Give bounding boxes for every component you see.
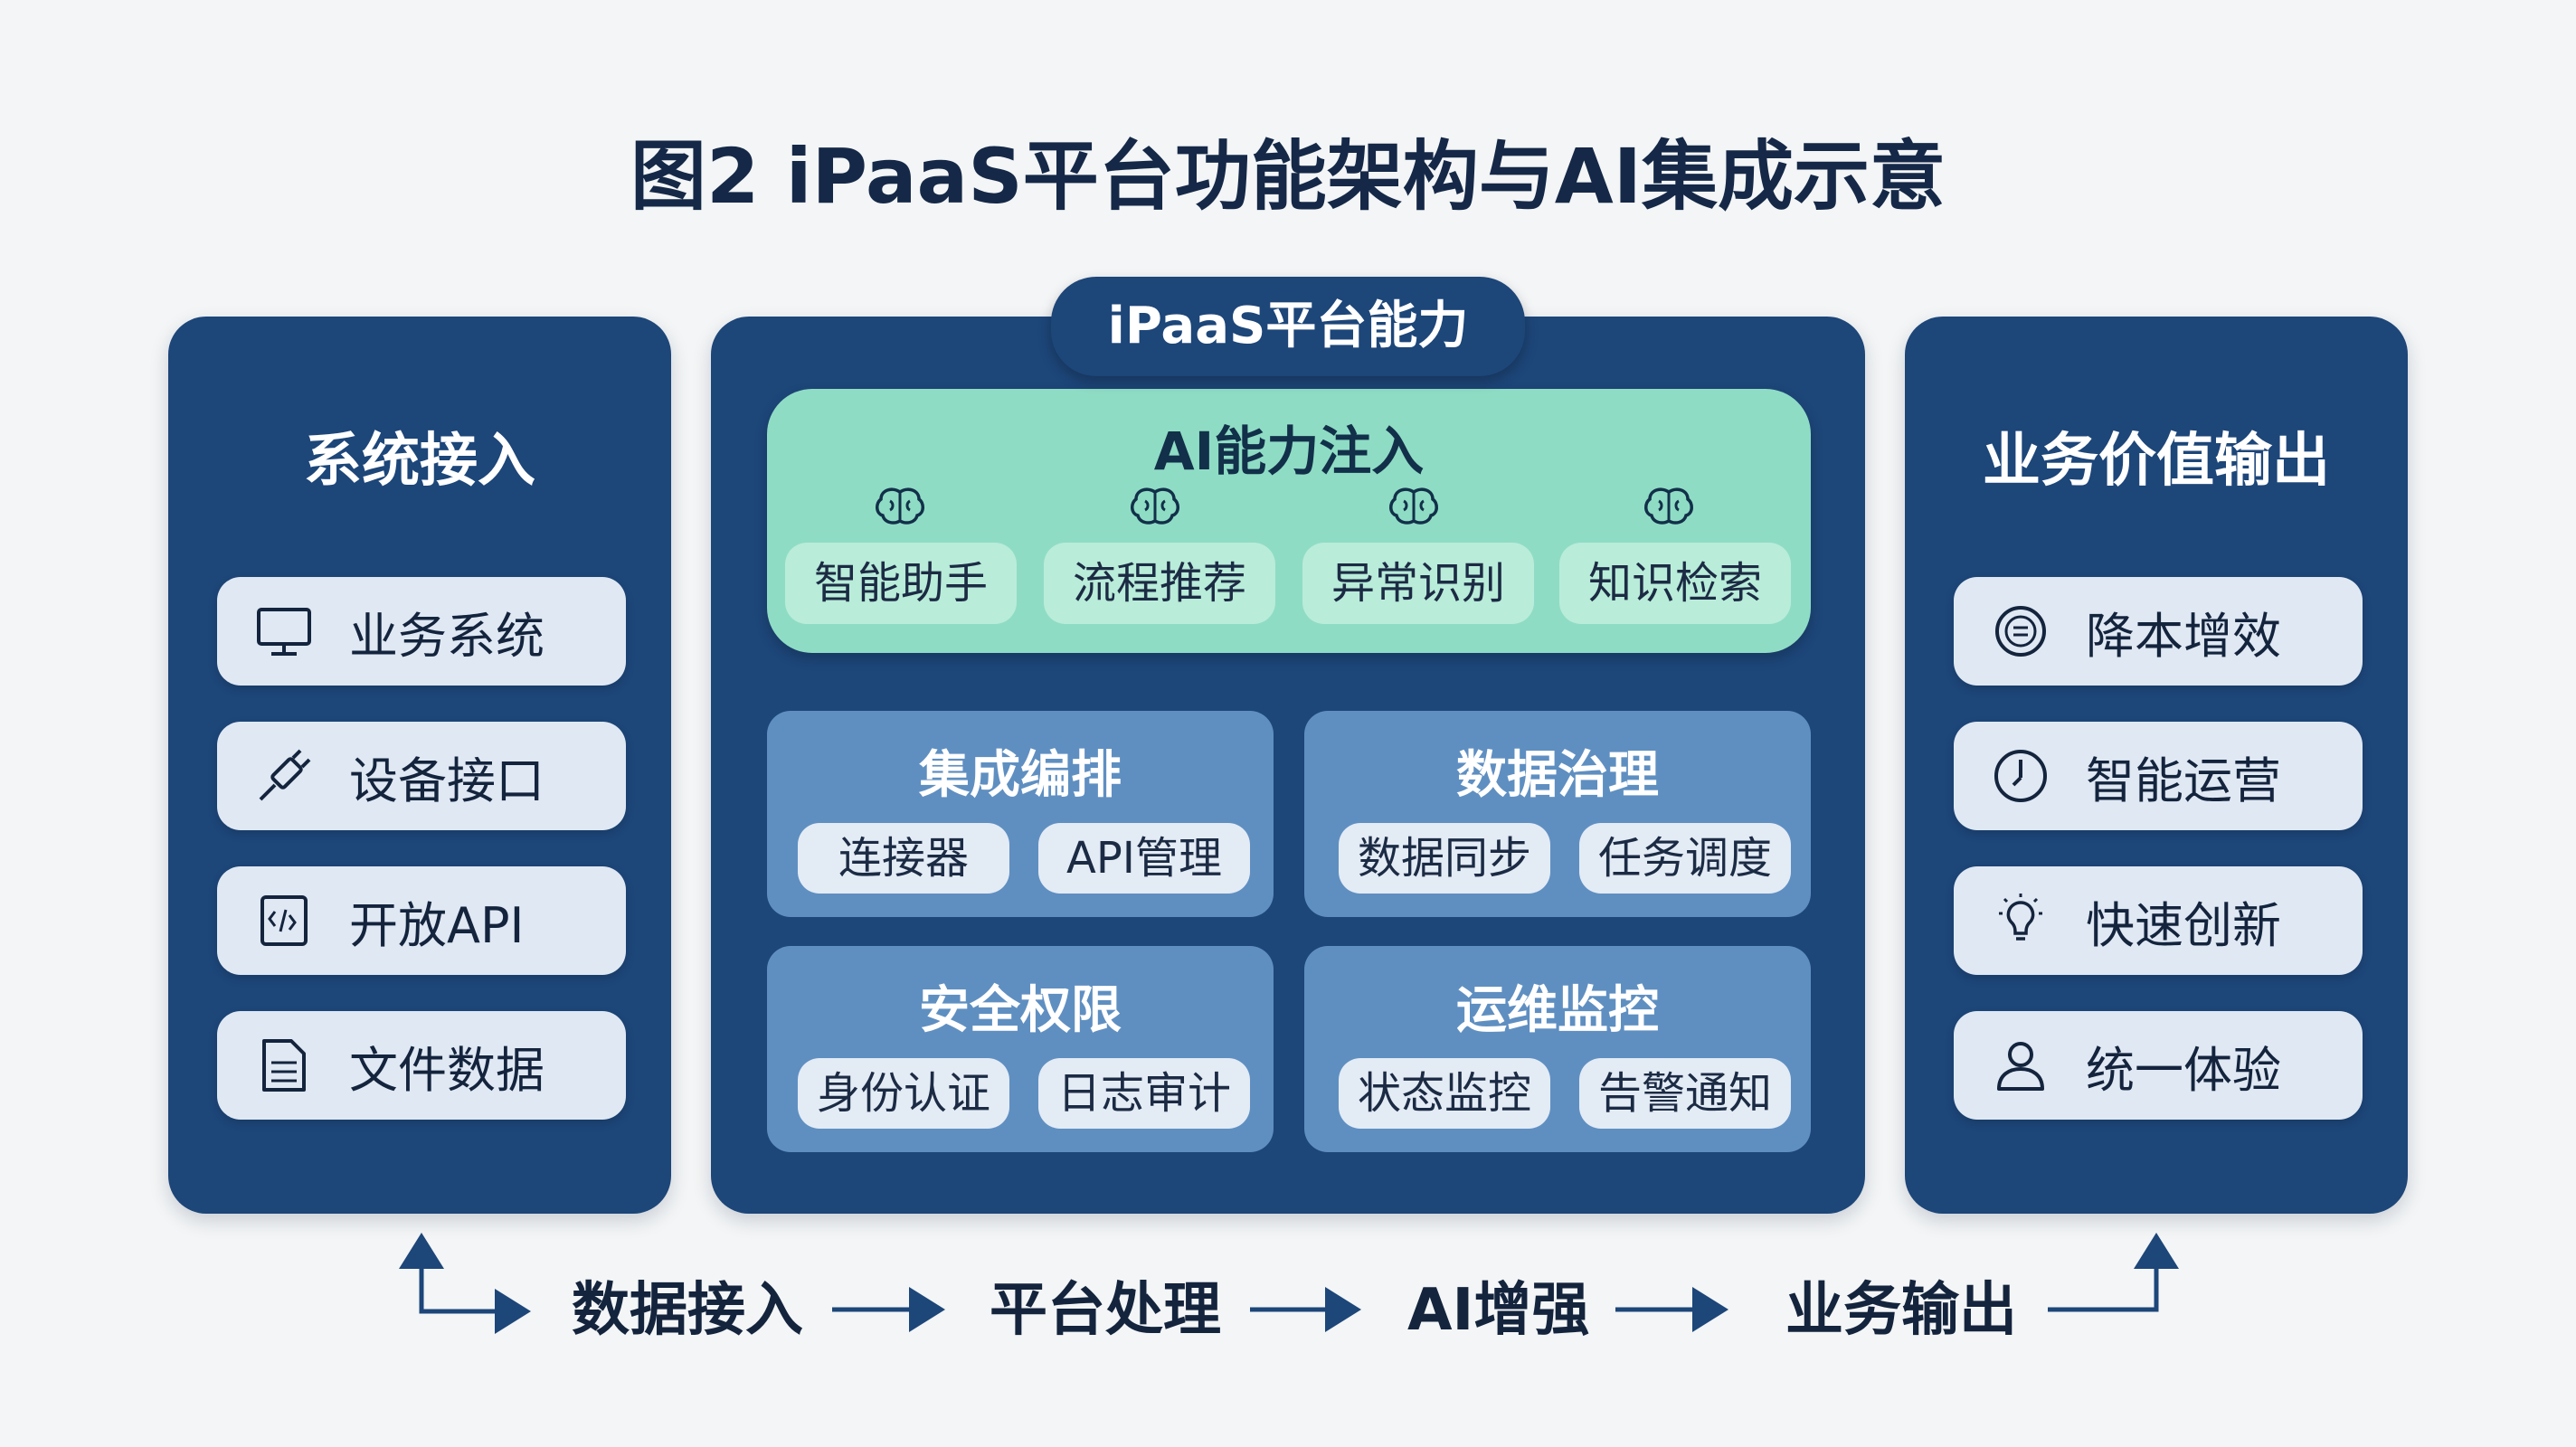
module-title: 运维监控 — [1456, 981, 1659, 1040]
lightbulb-icon — [1992, 892, 2050, 950]
flow-step-platform-processing: 平台处理 — [990, 1277, 1221, 1344]
document-icon — [255, 1036, 313, 1094]
ai-item-knowledge-search[interactable]: 知识检索 — [1559, 543, 1791, 624]
clock-icon — [1992, 747, 2050, 805]
plug-icon — [255, 747, 313, 805]
module-item-task-schedule[interactable]: 任务调度 — [1579, 823, 1791, 894]
left-item-file-data[interactable]: 文件数据 — [217, 1011, 626, 1120]
module-integration-orchestration: 集成编排 连接器 API管理 — [767, 711, 1274, 917]
module-security-permission: 安全权限 身份认证 日志审计 — [767, 946, 1274, 1152]
module-item-log-audit[interactable]: 日志审计 — [1038, 1058, 1250, 1129]
left-item-label: 业务系统 — [349, 607, 545, 665]
business-value-title: 业务价值输出 — [1983, 428, 2330, 495]
page-title: 图2 iPaaS平台功能架构与AI集成示意 — [630, 132, 1946, 221]
ai-item-process-recommend[interactable]: 流程推荐 — [1044, 543, 1275, 624]
code-file-icon — [255, 892, 313, 950]
ipaas-capability-badge: iPaaS平台能力 — [1051, 277, 1525, 376]
module-title: 集成编排 — [919, 746, 1122, 805]
monitor-icon — [255, 602, 313, 660]
brain-icon — [1644, 487, 1693, 525]
left-item-label: 开放API — [349, 896, 525, 954]
left-item-open-api[interactable]: 开放API — [217, 866, 626, 975]
brain-icon — [1131, 487, 1179, 525]
module-item-api-management[interactable]: API管理 — [1038, 823, 1250, 894]
flow-arrows — [399, 1233, 2179, 1334]
flow-step-ai-enhance: AI增强 — [1407, 1277, 1590, 1344]
system-access-title: 系统接入 — [304, 428, 535, 495]
module-data-governance: 数据治理 数据同步 任务调度 — [1304, 711, 1811, 917]
ai-item-smart-assistant[interactable]: 智能助手 — [785, 543, 1017, 624]
left-item-device-interface[interactable]: 设备接口 — [217, 722, 626, 830]
coin-icon — [1992, 602, 2050, 660]
right-item-label: 降本增效 — [2086, 607, 2281, 665]
brain-icon — [1389, 487, 1438, 525]
right-item-label: 快速创新 — [2086, 896, 2281, 954]
module-item-status-monitor[interactable]: 状态监控 — [1339, 1058, 1550, 1129]
right-item-fast-innovation[interactable]: 快速创新 — [1954, 866, 2363, 975]
module-title: 数据治理 — [1456, 746, 1659, 805]
right-item-unified-experience[interactable]: 统一体验 — [1954, 1011, 2363, 1120]
ai-capability-box: AI能力注入 智能助手 流程推荐 异常识别 知识检索 — [767, 389, 1811, 653]
right-item-label: 统一体验 — [2086, 1041, 2281, 1099]
module-item-data-sync[interactable]: 数据同步 — [1339, 823, 1550, 894]
left-item-label: 文件数据 — [349, 1041, 545, 1099]
ai-capability-title: AI能力注入 — [1153, 421, 1425, 482]
right-item-smart-operation[interactable]: 智能运营 — [1954, 722, 2363, 830]
module-item-identity-auth[interactable]: 身份认证 — [798, 1058, 1009, 1129]
module-item-connector[interactable]: 连接器 — [798, 823, 1009, 894]
module-title: 安全权限 — [919, 981, 1122, 1040]
brain-icon — [876, 487, 924, 525]
left-item-business-system[interactable]: 业务系统 — [217, 577, 626, 686]
system-access-panel: 系统接入 业务系统 设备接口 — [168, 317, 671, 1214]
user-icon — [1992, 1036, 2050, 1094]
ipaas-platform-panel: AI能力注入 智能助手 流程推荐 异常识别 知识检索 集成编排 连接器 API管… — [711, 317, 1865, 1214]
ai-item-anomaly-detect[interactable]: 异常识别 — [1302, 543, 1534, 624]
right-item-cost-efficiency[interactable]: 降本增效 — [1954, 577, 2363, 686]
right-item-label: 智能运营 — [2086, 752, 2281, 809]
left-item-label: 设备接口 — [349, 752, 545, 809]
module-ops-monitoring: 运维监控 状态监控 告警通知 — [1304, 946, 1811, 1152]
flow-step-business-output: 业务输出 — [1785, 1277, 2017, 1344]
module-item-alert-notify[interactable]: 告警通知 — [1579, 1058, 1791, 1129]
flow-step-data-access: 数据接入 — [572, 1277, 803, 1344]
business-value-panel: 业务价值输出 降本增效 智能运营 — [1905, 317, 2408, 1214]
